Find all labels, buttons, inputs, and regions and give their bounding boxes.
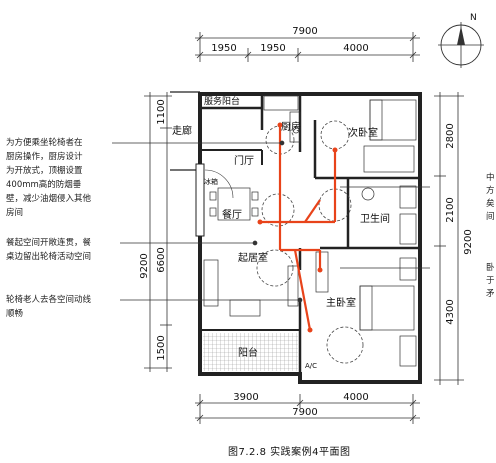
door-swing [204, 169, 234, 199]
balcony-floor [203, 333, 298, 371]
room-kitchen: 厨房 [281, 120, 301, 133]
room-balcony: 阳台 [238, 346, 258, 359]
left-dim-6600: 6600 [156, 247, 167, 272]
right-dim-2100: 2100 [445, 197, 456, 222]
left-dim-1500: 1500 [156, 335, 167, 360]
north-compass [438, 22, 484, 68]
right-dim-2800: 2800 [445, 123, 456, 148]
room-living: 起居室 [238, 251, 268, 264]
figure-caption: 图7.2.8 实践案例4平面图 [228, 447, 351, 458]
bottom-seg-2: 4000 [343, 392, 368, 403]
room-dining: 餐厅 [222, 208, 242, 221]
fridge-label: 冰箱 [204, 177, 218, 186]
left-dim-9200: 9200 [139, 253, 150, 278]
top-dimension [195, 32, 420, 62]
entrance-door [195, 163, 205, 237]
room-service-balcony: 服务阳台 [204, 95, 240, 107]
left-dimension [144, 92, 172, 372]
right-dimension [434, 92, 464, 385]
compass-label: N [470, 13, 477, 23]
leader-lines [112, 140, 430, 303]
top-seg-3: 4000 [343, 43, 368, 54]
wheelchair-route [260, 125, 337, 331]
right-dim-4300: 4300 [445, 299, 456, 324]
ac-label: A/C [305, 362, 317, 370]
room-corridor: 走廊 [172, 124, 192, 137]
route-nodes [257, 122, 338, 333]
top-seg-1: 1950 [211, 43, 236, 54]
top-total-dim: 7900 [292, 26, 317, 37]
right-dim-9200: 9200 [463, 229, 474, 254]
room-entrance: 门厅 [234, 154, 254, 167]
furniture [203, 95, 417, 367]
bottom-dimension [195, 394, 420, 424]
top-seg-2: 1950 [260, 43, 285, 54]
room-second-bedroom: 次卧室 [348, 126, 378, 139]
annotation-kitchen: 为方便乘坐轮椅者在 厨房操作，厨房设计 为开放式，顶棚设置 400mm高的防烟垂… [6, 138, 92, 218]
annotation-circulation: 轮椅老人去各空间动线 顺畅 [6, 295, 92, 319]
bottom-total-dim: 7900 [292, 407, 317, 418]
annotation-right-upper: 中 方 矣 间 [486, 173, 495, 222]
annotation-dining-living: 餐起空间开敞连贯，餐 桌边留出轮椅活动空间 [6, 238, 92, 262]
annotation-right-lower: 卧 于 矛 [486, 263, 495, 299]
room-master-bedroom: 主卧室 [326, 296, 356, 309]
room-bathroom: 卫生间 [360, 212, 390, 225]
left-dim-1100: 1100 [156, 99, 167, 124]
bottom-seg-1: 3900 [233, 392, 258, 403]
